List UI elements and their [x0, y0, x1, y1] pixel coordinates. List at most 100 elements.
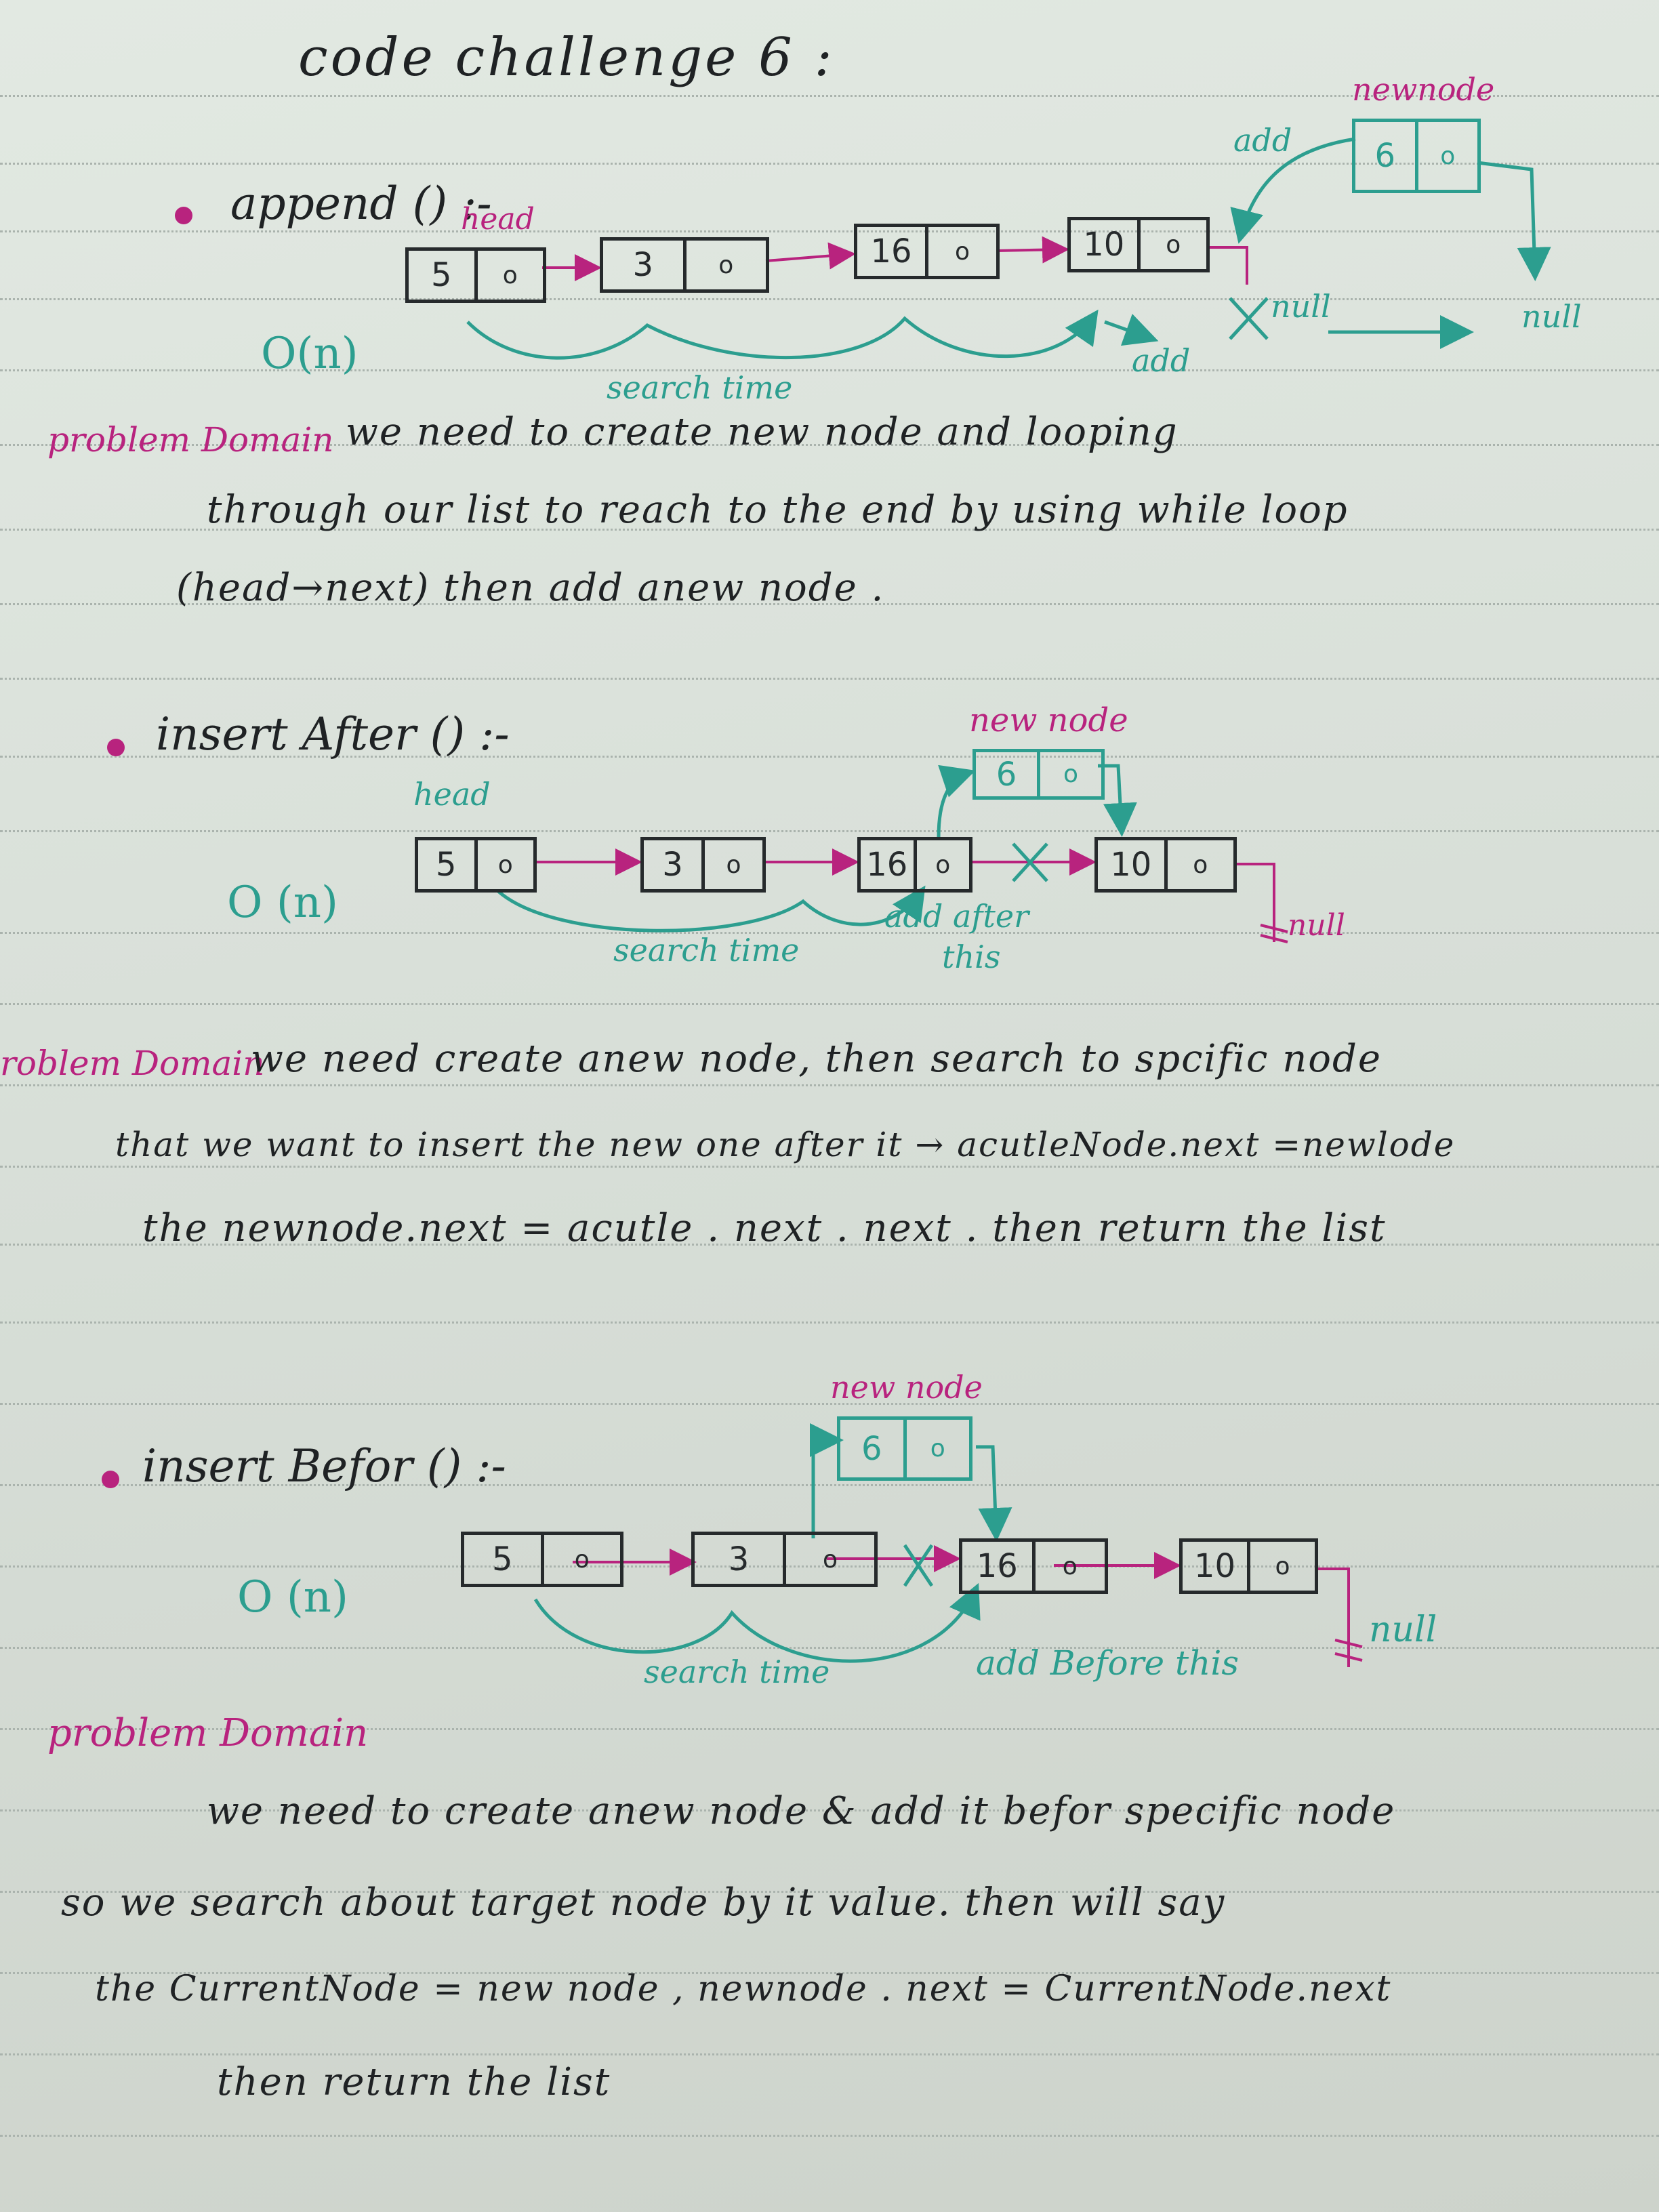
- append-node-3: 3 o: [600, 237, 769, 293]
- node-pointer: o: [1031, 1542, 1105, 1591]
- insert-before-problem-line-3: the CurrentNode = new node , newnode . n…: [95, 1969, 1392, 2009]
- insert-after-head-label: head: [413, 776, 491, 813]
- insert-before-heading: insert Befor () :-: [142, 1440, 506, 1492]
- append-node-16: 16 o: [854, 224, 1000, 279]
- node-pointer: o: [783, 1535, 874, 1584]
- insert-after-add-after-label: add after: [884, 898, 1029, 935]
- node-value: 3: [728, 1540, 750, 1578]
- bullet-dot: [175, 207, 192, 224]
- node-value: 16: [866, 846, 908, 884]
- append-add-label-top: add: [1233, 122, 1292, 159]
- node-pointer: o: [701, 840, 762, 889]
- node-pointer: o: [913, 840, 970, 889]
- node-value: 6: [1374, 137, 1396, 175]
- ruled-line: [0, 2135, 1659, 2137]
- insert-before-newnode-label: new node: [830, 1369, 983, 1406]
- ruled-line: [0, 1084, 1659, 1086]
- append-null-new: null: [1521, 298, 1582, 335]
- append-newnode-label: newnode: [1352, 71, 1495, 108]
- insert-after-null: null: [1288, 908, 1345, 943]
- ruled-line: [0, 1003, 1659, 1005]
- append-node-5: 5 o: [405, 247, 546, 303]
- insert-before-complexity: O (n): [237, 1572, 348, 1622]
- ruled-line: [0, 1484, 1659, 1486]
- node-pointer: o: [1136, 220, 1207, 269]
- ruled-line: [0, 1244, 1659, 1246]
- node-pointer: o: [903, 1420, 970, 1477]
- bullet-dot: [102, 1471, 119, 1488]
- insert-after-problem-line-1: we need create anew node, then search to…: [251, 1037, 1382, 1081]
- ruled-line: [0, 163, 1659, 165]
- insert-after-new-node: 6 o: [972, 749, 1105, 800]
- node-pointer: o: [1414, 122, 1478, 190]
- node-value: 16: [976, 1547, 1018, 1585]
- append-add-label-bottom: add: [1132, 342, 1191, 379]
- insert-after-problem-line-3: the newnode.next = acutle . next . next …: [142, 1206, 1387, 1250]
- insert-after-node-16: 16 o: [857, 837, 972, 893]
- insert-before-null: null: [1369, 1610, 1437, 1650]
- insert-before-problem-label: problem Domain: [47, 1711, 369, 1755]
- ruled-line: [0, 444, 1659, 446]
- insert-after-node-5: 5 o: [415, 837, 537, 893]
- node-pointer: o: [925, 227, 996, 276]
- ruled-line: [0, 830, 1659, 832]
- append-node-10: 10 o: [1067, 217, 1210, 272]
- ruled-line: [0, 95, 1659, 97]
- ruled-line: [0, 756, 1659, 758]
- node-pointer: o: [1164, 840, 1234, 889]
- node-value: 10: [1110, 846, 1152, 884]
- node-pointer: o: [474, 840, 534, 889]
- insert-after-node-10: 10 o: [1094, 837, 1237, 893]
- append-null-old: null: [1271, 288, 1331, 325]
- insert-after-newnode-label: new node: [969, 701, 1128, 739]
- ruled-line: [0, 529, 1659, 531]
- node-pointer: o: [1247, 1542, 1315, 1591]
- ruled-line: [0, 1891, 1659, 1893]
- append-heading: append () :-: [230, 178, 492, 230]
- ruled-line: [0, 1972, 1659, 1974]
- append-new-node: 6 o: [1352, 119, 1481, 193]
- node-value: 6: [996, 755, 1017, 794]
- insert-before-node-16: 16 o: [959, 1538, 1108, 1594]
- ruled-line: [0, 369, 1659, 371]
- append-problem-line-1: we need to create new node and looping: [346, 410, 1179, 454]
- node-value: 6: [861, 1429, 882, 1468]
- page-title: code challenge 6 :: [298, 27, 835, 88]
- insert-before-node-5: 5 o: [461, 1532, 623, 1587]
- ruled-line: [0, 1166, 1659, 1168]
- ruled-line: [0, 2053, 1659, 2055]
- insert-before-node-3: 3 o: [691, 1532, 878, 1587]
- insert-after-this-label: this: [942, 939, 1001, 975]
- node-value: 16: [870, 232, 912, 270]
- ruled-line: [0, 932, 1659, 934]
- node-pointer: o: [1037, 752, 1101, 796]
- ruled-line: [0, 1809, 1659, 1811]
- append-problem-label: problem Domain: [47, 420, 334, 459]
- insert-after-heading: insert After () :-: [156, 708, 510, 760]
- insert-before-search-time: search time: [644, 1654, 830, 1690]
- insert-after-search-time: search time: [613, 932, 800, 968]
- append-search-time: search time: [607, 369, 793, 406]
- ruled-line: [0, 1647, 1659, 1649]
- insert-before-new-node: 6 o: [837, 1416, 972, 1481]
- node-value: 5: [435, 846, 457, 884]
- ruled-line: [0, 678, 1659, 680]
- node-pointer: o: [682, 241, 766, 289]
- node-value: 5: [430, 256, 452, 294]
- node-value: 10: [1083, 226, 1125, 264]
- node-value: 3: [662, 846, 683, 884]
- node-value: 10: [1193, 1547, 1236, 1585]
- bullet-dot: [107, 739, 125, 756]
- insert-after-complexity: O (n): [227, 878, 338, 928]
- append-complexity: O(n): [261, 329, 359, 379]
- append-head-label: head: [461, 202, 535, 237]
- insert-before-problem-line-4: then return the list: [217, 2060, 611, 2104]
- ruled-line: [0, 1403, 1659, 1405]
- ruled-line: [0, 1565, 1659, 1568]
- insert-before-problem-line-1: we need to create anew node & add it bef…: [207, 1789, 1396, 1833]
- insert-before-problem-line-2: so we search about target node by it val…: [61, 1881, 1226, 1925]
- node-value: 5: [491, 1540, 513, 1578]
- node-pointer: o: [540, 1535, 621, 1584]
